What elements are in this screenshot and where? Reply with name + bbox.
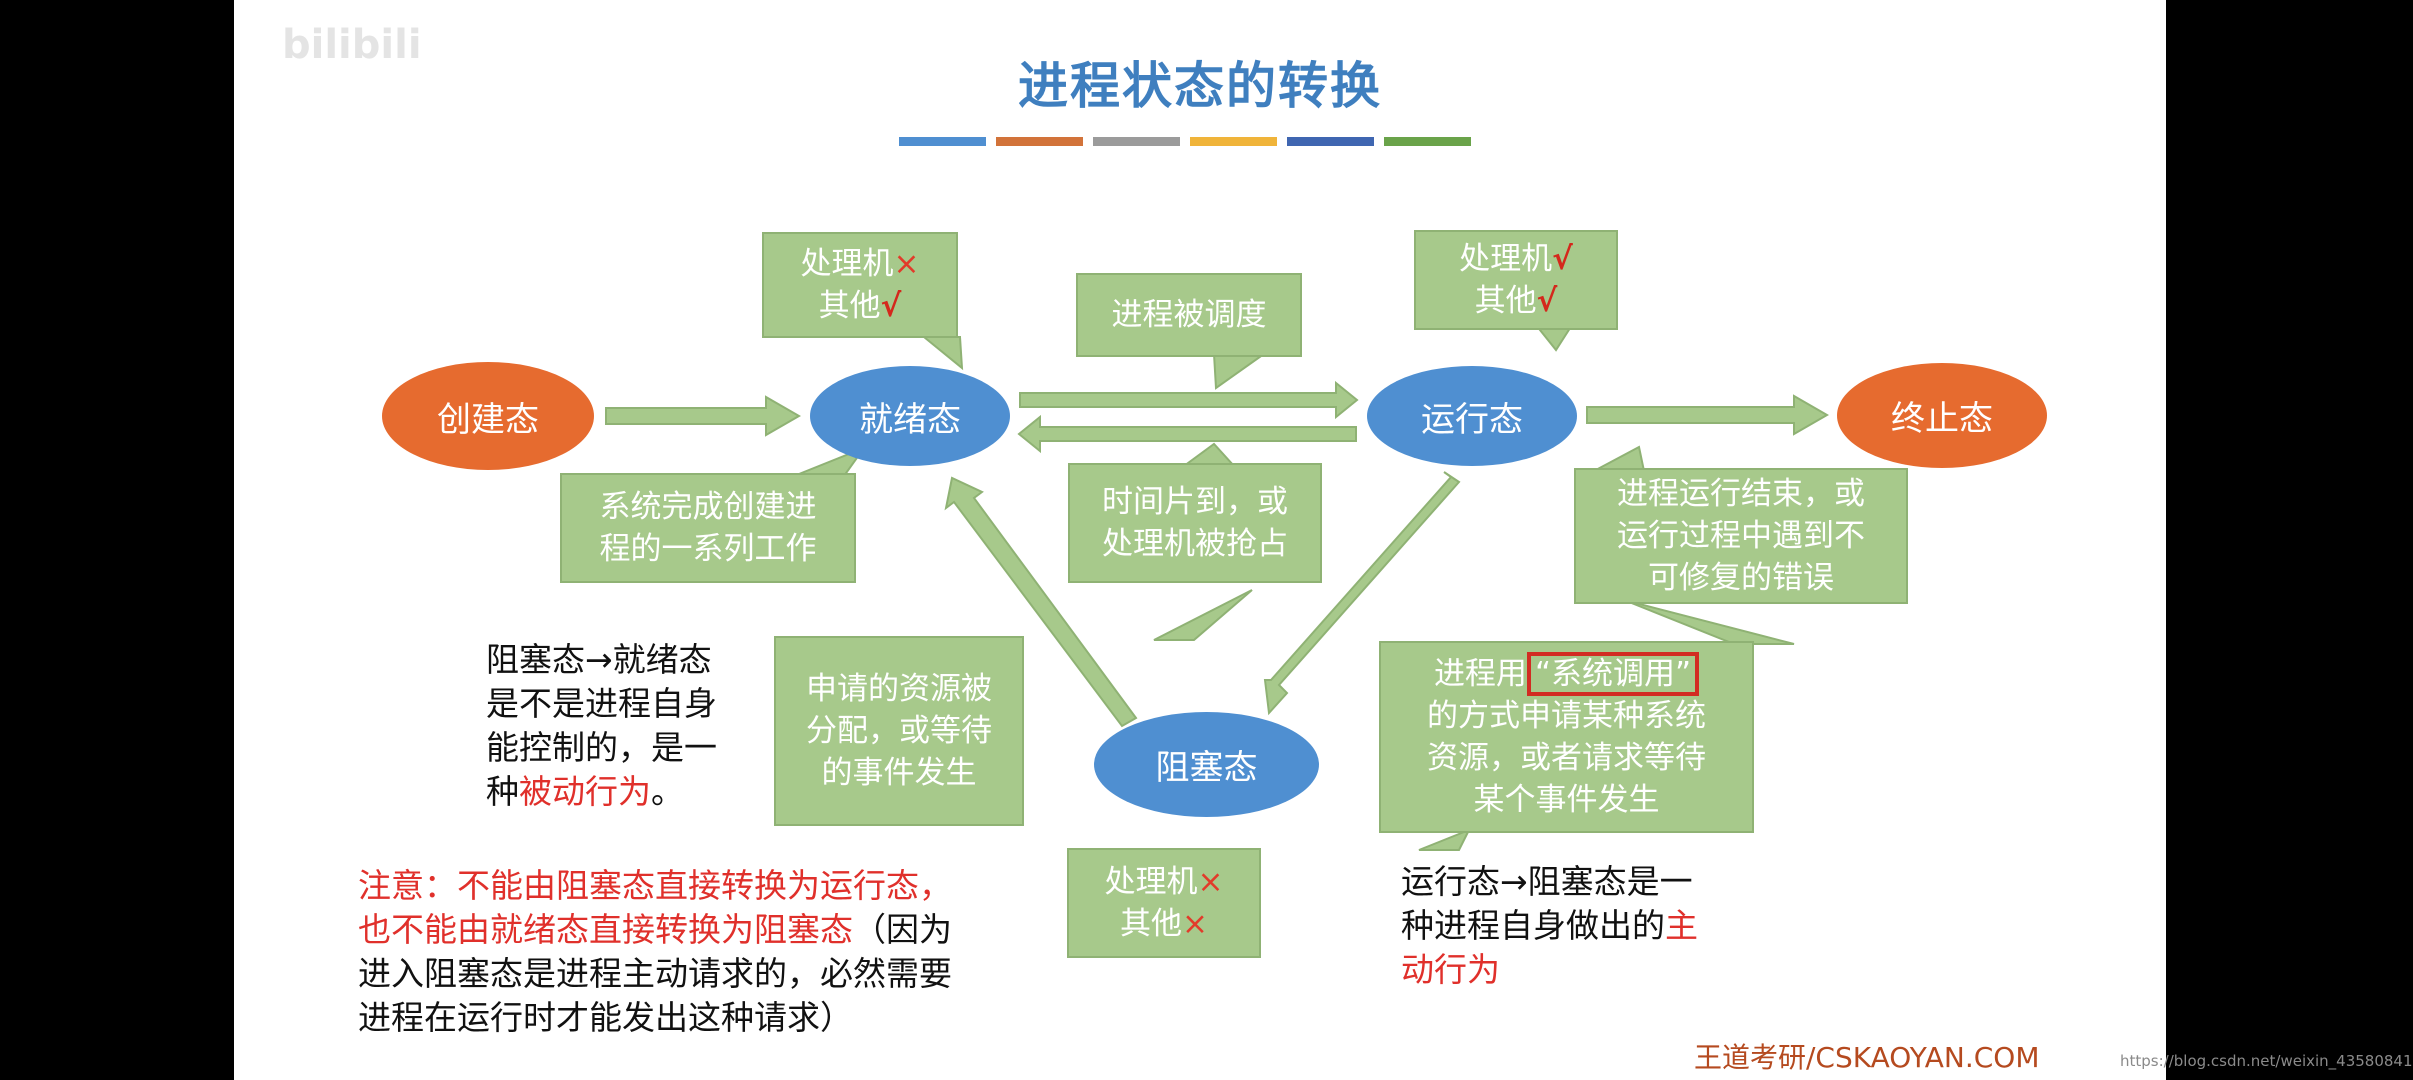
arrow-ready-running: [1019, 380, 1359, 420]
note-created-ready: 系统完成创建进 程的一系列工作: [560, 473, 856, 583]
arrow-blocked-ready: [944, 476, 1138, 728]
watermark-logo: bilibili: [282, 22, 422, 68]
state-ready: 就绪态: [810, 366, 1010, 466]
arrow-create-ready: [605, 395, 802, 437]
title-bar-5: [1287, 137, 1374, 146]
state-blocked: 阻塞态: [1094, 712, 1319, 817]
note-scheduled: 进程被调度: [1076, 273, 1302, 357]
note-syscall: 进程用“系统调用” 的方式申请某种系统 资源，或者请求等待 某个事件发生: [1379, 641, 1754, 833]
note-ready-resources: 处理机× 其他√: [762, 232, 958, 338]
title-bar-6: [1384, 137, 1471, 146]
tail-resource-assigned: [1153, 589, 1253, 641]
note-timeslice: 时间片到，或 处理机被抢占: [1068, 463, 1322, 583]
tail-ready-resources: [921, 336, 964, 371]
title-bar-4: [1190, 137, 1277, 146]
text-run-to-block: 运行态→阻塞态是一 种进程自身做出的主 动行为: [1401, 862, 1698, 989]
slide-title: 进程状态的转换: [1018, 57, 1382, 115]
title-bar-3: [1093, 137, 1180, 146]
state-create: 创建态: [382, 362, 594, 470]
syscall-highlight: “系统调用”: [1526, 652, 1700, 696]
state-running: 运行态: [1367, 366, 1577, 466]
source-url: https://blog.csdn.net/weixin_43580841: [2120, 1052, 2413, 1070]
diagram-arrows: [605, 324, 1830, 851]
title-bar-2: [996, 137, 1083, 146]
arrow-running-terminated: [1586, 394, 1830, 436]
footer-brand: 王道考研/CSKAOYAN.COM: [1694, 1041, 2040, 1074]
note-terminate: 进程运行结束，或 运行过程中遇到不 可修复的错误: [1574, 468, 1908, 604]
state-terminated: 终止态: [1837, 363, 2047, 468]
title-bar-1: [899, 137, 986, 146]
arrow-running-blocked: [1263, 471, 1461, 716]
tail-blocked-resources: [1418, 828, 1472, 851]
note-blocked-resources: 处理机× 其他×: [1067, 848, 1261, 958]
note-running-resources: 处理机√ 其他√: [1414, 230, 1618, 330]
tail-syscall: [1623, 599, 1795, 645]
text-block-to-ready: 阻塞态→就绪态 是不是进程自身 能控制的，是一 种被动行为。: [486, 640, 717, 811]
note-resource-assigned: 申请的资源被 分配，或等待 的事件发生: [774, 636, 1024, 826]
arrow-running-ready: [1017, 414, 1357, 454]
text-attention: 注意：不能由阻塞态直接转换为运行态， 也不能由就绪态直接转换为阻塞态（因为 进入…: [358, 866, 952, 1037]
tail-scheduled: [1212, 353, 1268, 390]
slide: bilibili 进程状态的转换: [234, 0, 2166, 1080]
